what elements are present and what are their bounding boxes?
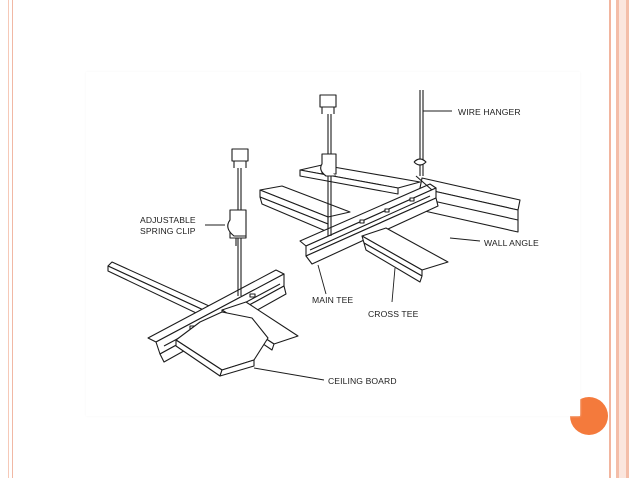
cross-tee <box>361 227 449 283</box>
label-cross-tee: CROSS TEE <box>368 309 419 319</box>
label-spring-clip: SPRING CLIP <box>140 226 196 236</box>
label-wall-angle: WALL ANGLE <box>484 238 539 248</box>
label-wire-hanger: WIRE HANGER <box>458 107 521 117</box>
leader-lines <box>205 110 481 381</box>
label-ceiling-board: CEILING BOARD <box>328 376 397 386</box>
slide-border-left <box>0 0 13 478</box>
label-adjustable: ADJUSTABLE <box>140 215 196 225</box>
label-main-tee: MAIN TEE <box>312 295 353 305</box>
spring-clip-hanger <box>227 148 249 296</box>
slide-border-right <box>606 0 638 478</box>
ceiling-board <box>175 311 269 377</box>
rear-cross-tee <box>299 164 421 195</box>
main-tee-upper <box>299 183 439 265</box>
rear-hanger <box>319 94 337 236</box>
wire-hanger <box>413 90 433 191</box>
